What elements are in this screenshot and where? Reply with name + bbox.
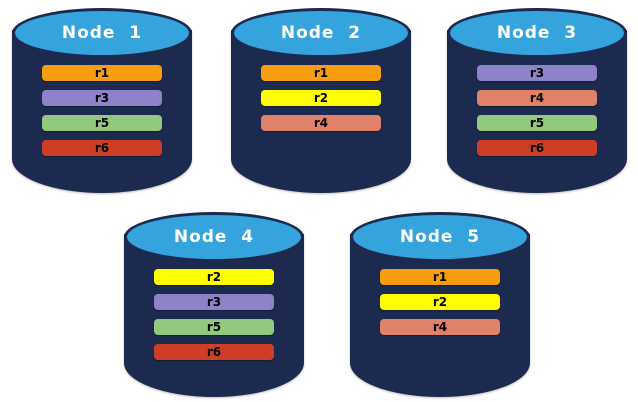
cylinder-top-1 xyxy=(12,8,192,58)
replica-bar[interactable]: r5 xyxy=(477,115,597,131)
replica-bar[interactable]: r1 xyxy=(261,65,381,81)
replica-bar[interactable]: r6 xyxy=(154,344,274,360)
replica-list-2: r1 r2 r4 xyxy=(261,65,381,140)
replica-list-3: r3 r4 r5 r6 xyxy=(477,65,597,165)
cylinder-top-4 xyxy=(124,212,304,262)
replica-bar[interactable]: r2 xyxy=(154,269,274,285)
replica-bar[interactable]: r1 xyxy=(380,269,500,285)
replica-bar[interactable]: r2 xyxy=(380,294,500,310)
cylinder-top-3 xyxy=(447,8,627,58)
replica-bar[interactable]: r2 xyxy=(261,90,381,106)
replica-bar[interactable]: r6 xyxy=(42,140,162,156)
replica-list-4: r2 r3 r5 r6 xyxy=(154,269,274,369)
replica-bar[interactable]: r1 xyxy=(42,65,162,81)
replica-list-1: r1 r3 r5 r6 xyxy=(42,65,162,165)
replica-bar[interactable]: r4 xyxy=(261,115,381,131)
replica-list-5: r1 r2 r4 xyxy=(380,269,500,344)
replica-bar[interactable]: r4 xyxy=(477,90,597,106)
replica-bar[interactable]: r4 xyxy=(380,319,500,335)
replica-bar[interactable]: r6 xyxy=(477,140,597,156)
replica-bar[interactable]: r3 xyxy=(154,294,274,310)
replica-bar[interactable]: r5 xyxy=(42,115,162,131)
replica-bar[interactable]: r3 xyxy=(42,90,162,106)
replica-bar[interactable]: r5 xyxy=(154,319,274,335)
cylinder-top-2 xyxy=(231,8,411,58)
replica-bar[interactable]: r3 xyxy=(477,65,597,81)
cylinder-top-5 xyxy=(350,212,530,262)
